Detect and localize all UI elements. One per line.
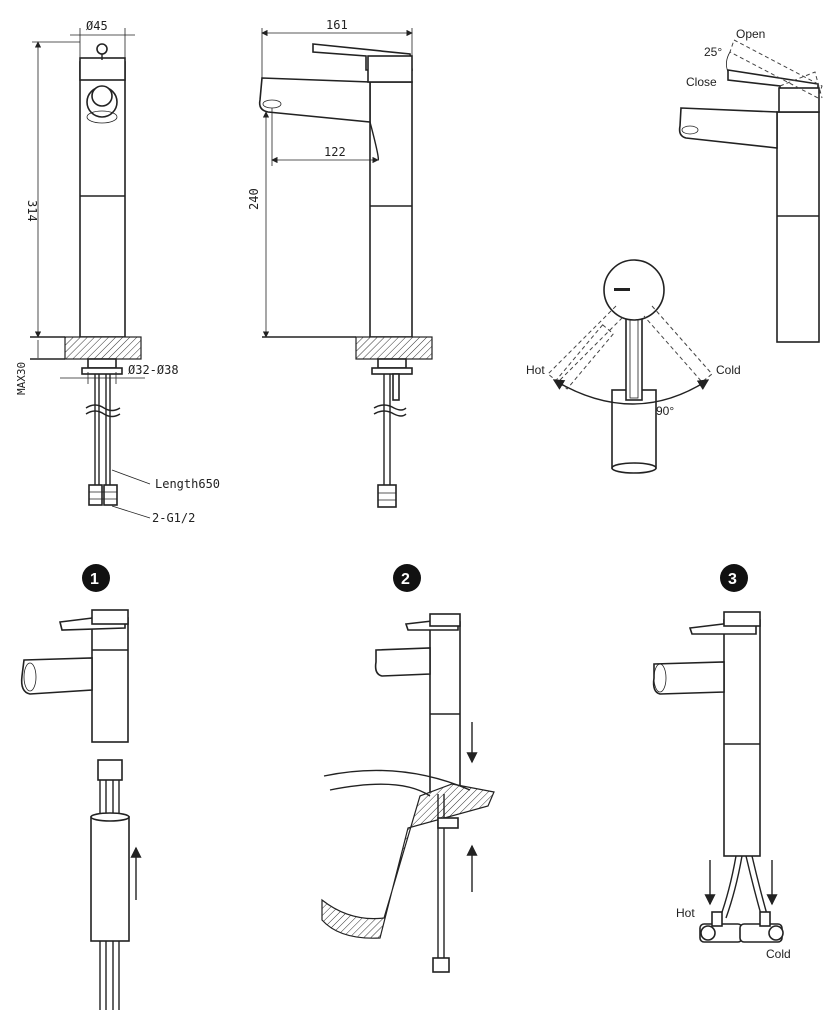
step-3-badge: [720, 564, 748, 592]
step-2: [321, 564, 495, 973]
label-height-240: 240: [247, 188, 261, 210]
step-3-hot-label: Hot: [676, 906, 695, 920]
step-3-number: 3: [728, 571, 737, 588]
label-reach-122: 122: [324, 145, 346, 159]
front-view: [30, 28, 151, 519]
step-1-badge: [82, 564, 110, 592]
label-width-161: 161: [326, 18, 348, 32]
side-view: [258, 28, 433, 508]
step-2-badge: [393, 564, 421, 592]
label-connector: 2-G1/2: [152, 511, 195, 525]
label-hose-length: Length650: [155, 477, 220, 491]
label-close: Close: [686, 75, 717, 89]
tilt-view: [678, 39, 823, 343]
label-max-thickness: MAX30: [15, 362, 28, 395]
label-hot: Hot: [526, 363, 545, 377]
label-cold: Cold: [716, 363, 741, 377]
label-swing-angle: 90°: [656, 404, 674, 418]
label-top-diameter: Ø45: [86, 19, 108, 33]
label-tilt-angle: 25°: [704, 45, 722, 59]
step-1: [20, 564, 142, 1010]
step-2-number: 2: [401, 571, 410, 588]
step-3: [652, 564, 784, 943]
label-hole-diameter: Ø32-Ø38: [128, 363, 179, 377]
label-height-314: 314: [25, 200, 39, 222]
step-3-cold-label: Cold: [766, 947, 791, 961]
rotation-view: [547, 259, 713, 474]
step-1-number: 1: [90, 571, 99, 588]
label-open: Open: [736, 27, 765, 41]
